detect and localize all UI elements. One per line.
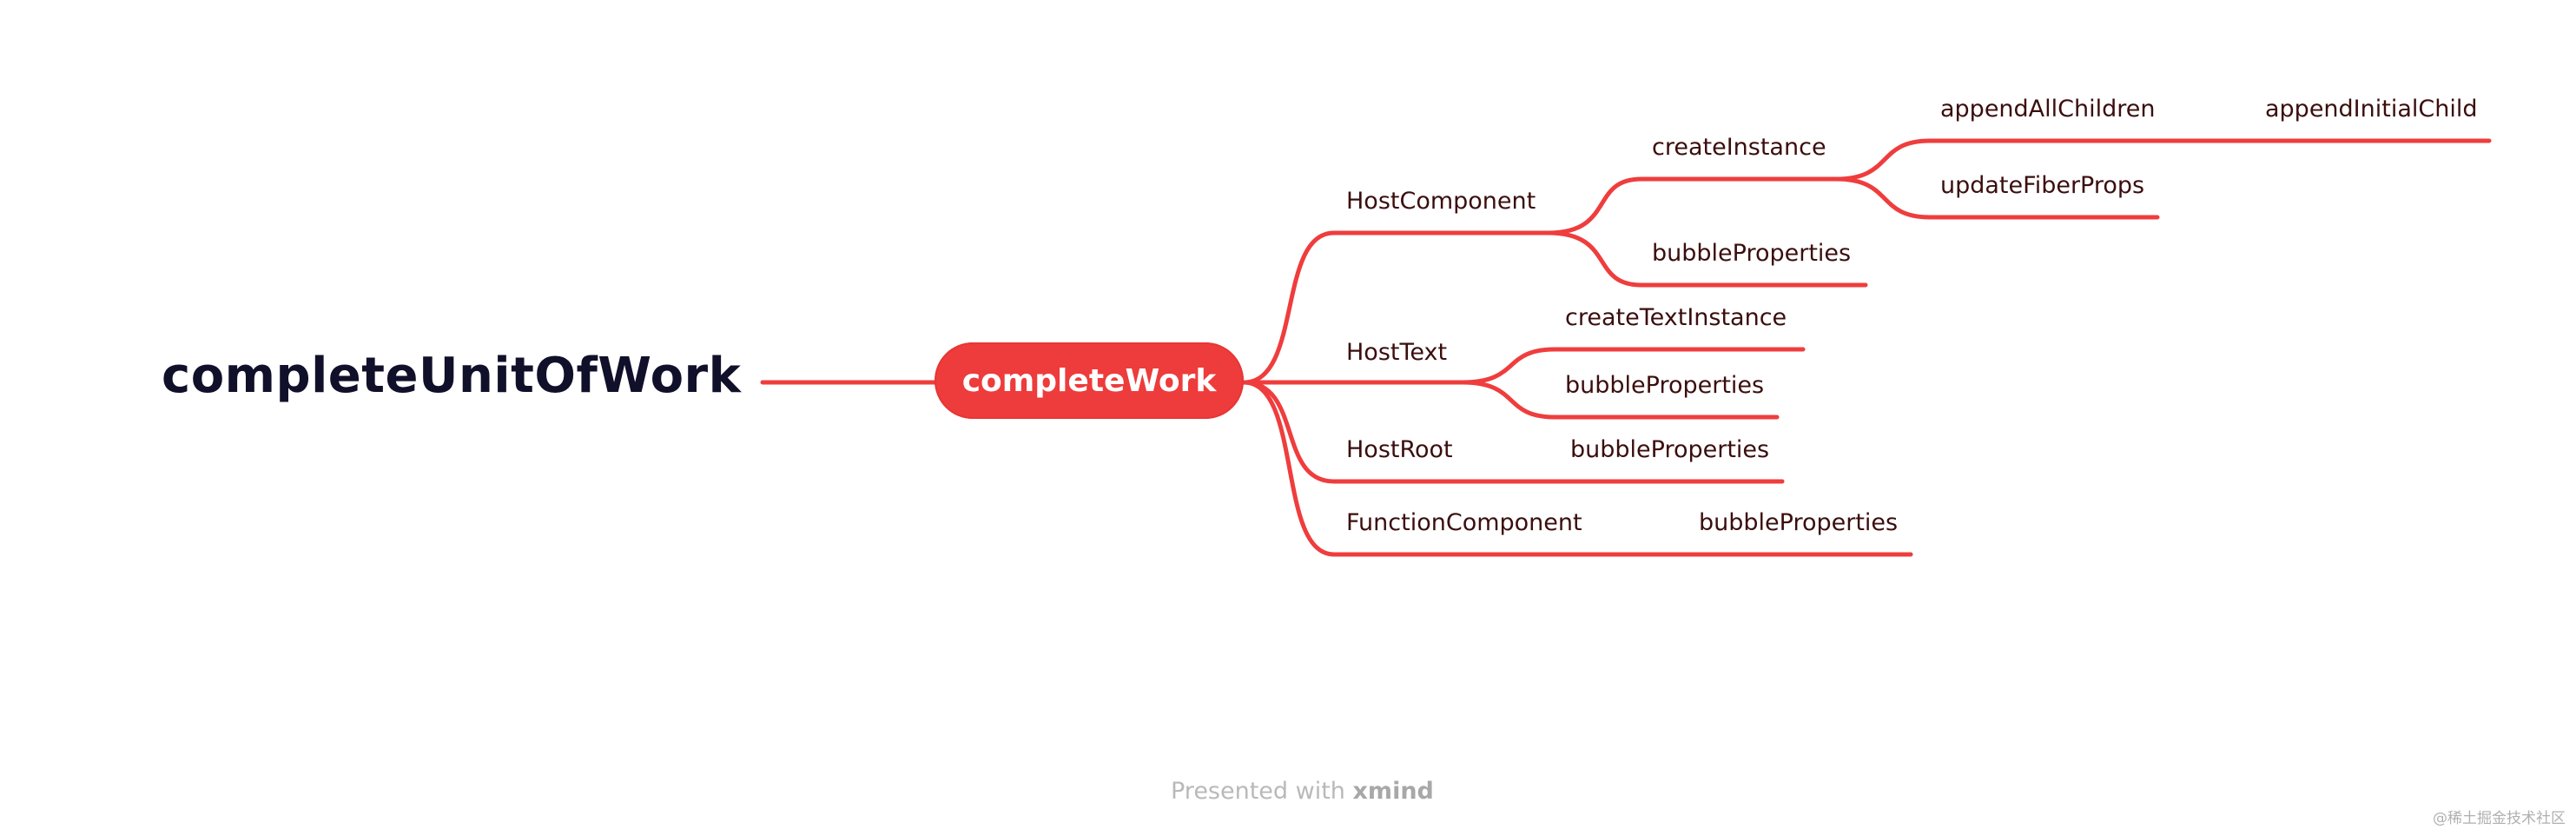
xmind-brand: xmind — [1352, 778, 1434, 805]
edge-createinstance-updatefiber — [1833, 176, 2160, 220]
edge-central-hostcomponent — [1241, 230, 1550, 385]
edge-central-functioncomponent — [1241, 380, 1595, 557]
edge-hosttext-bubble — [1460, 380, 1780, 420]
topic-createinstance[interactable]: createInstance — [1652, 134, 1826, 161]
topic-hostcomponent-bubbleproperties[interactable]: bubbleProperties — [1652, 240, 1852, 267]
topic-createtextinstance[interactable]: createTextInstance — [1565, 304, 1787, 331]
topic-hostcomponent[interactable]: HostComponent — [1346, 188, 1536, 215]
presented-with-footer[interactable]: Presented with xmind — [1171, 778, 1434, 805]
edge-hostcomponent-createinstance — [1545, 176, 1839, 236]
edge-hostcomponent-bubble — [1545, 230, 1868, 288]
central-topic[interactable]: completeWork — [935, 342, 1244, 419]
footer-prefix: Presented with — [1171, 778, 1345, 805]
topic-hostroot[interactable]: HostRoot — [1346, 436, 1453, 463]
topic-updatefiberprops[interactable]: updateFiberProps — [1940, 172, 2145, 199]
edge-hosttext-createtext — [1460, 347, 1806, 385]
edge-createinstance-appendall — [1833, 138, 2160, 182]
topic-appendallchildren[interactable]: appendAllChildren — [1940, 96, 2156, 123]
topic-functioncomponent-bubbleproperties[interactable]: bubbleProperties — [1699, 509, 1899, 536]
topic-hostroot-bubbleproperties[interactable]: bubbleProperties — [1570, 436, 1770, 463]
topic-appendinitialchild[interactable]: appendInitialChild — [2265, 96, 2478, 123]
topic-hosttext[interactable]: HostText — [1346, 339, 1448, 366]
central-topic-label: completeWork — [961, 362, 1217, 399]
topic-functioncomponent[interactable]: FunctionComponent — [1346, 509, 1582, 536]
topic-hosttext-bubbleproperties[interactable]: bubbleProperties — [1565, 372, 1765, 399]
edge-central-hostroot — [1241, 380, 1470, 484]
watermark: @稀土掘金技术社区 — [2433, 810, 2566, 827]
root-topic[interactable]: completeUnitOfWork — [162, 348, 742, 404]
